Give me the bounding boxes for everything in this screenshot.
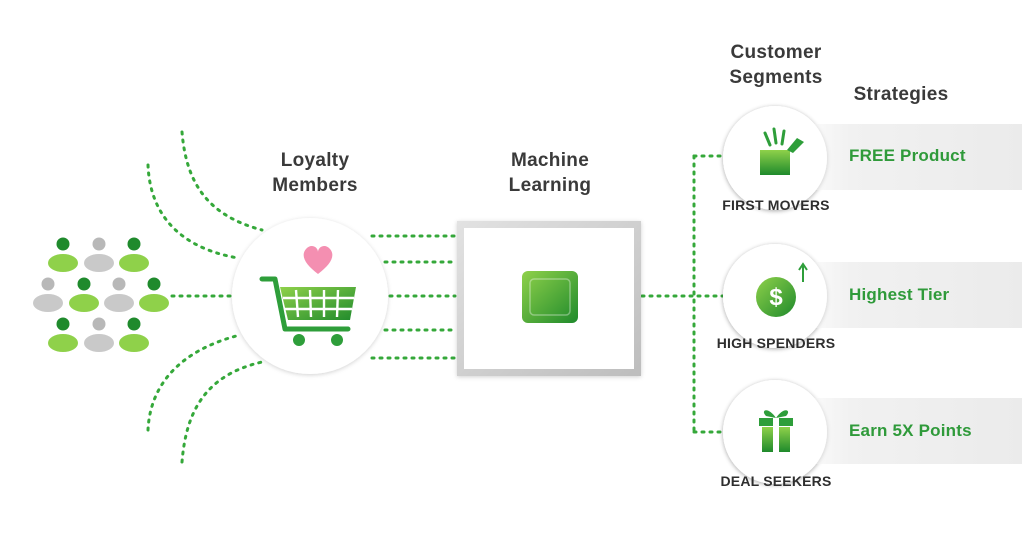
person-figure-1 (84, 237, 114, 272)
segment-label-deal-seekers: DEAL SEEKERS (720, 473, 832, 489)
svg-text:$: $ (769, 284, 783, 311)
person-figure-8 (84, 317, 114, 352)
heading-machine-learning: Machine Learning (508, 150, 592, 196)
person-figure-7 (48, 317, 78, 352)
segment-label-first-movers: FIRST MOVERS (722, 197, 830, 213)
segment-label-high-spenders: HIGH SPENDERS (716, 335, 836, 351)
people-crowd-icon (33, 237, 169, 352)
strategy-high-spenders: Highest Tier (849, 285, 950, 304)
person-figure-4 (69, 277, 99, 312)
person-figure-3 (33, 277, 63, 312)
heading-customer-segments: Customer Segments (729, 42, 823, 88)
strategy-deal-seekers: Earn 5X Points (849, 421, 972, 440)
strategy-bar-deal-seekers (792, 398, 1022, 464)
person-figure-5 (104, 277, 134, 312)
connector-lines-mid (370, 234, 457, 360)
strategy-first-movers: FREE Product (849, 146, 966, 165)
strategy-bar-high-spenders (792, 262, 1022, 328)
strategy-bar-first-movers (792, 124, 1022, 190)
person-figure-2 (119, 237, 149, 272)
person-figure-0 (48, 237, 78, 272)
heading-strategies: Strategies (853, 84, 949, 105)
heading-loyalty-members: Loyalty Members (272, 150, 358, 196)
heart-icon (303, 245, 333, 274)
connector-lines-in (146, 130, 264, 464)
chip-icon (500, 251, 600, 344)
shopping-cart-icon (259, 276, 356, 346)
loyalty-members-node (232, 218, 388, 374)
person-figure-6 (139, 277, 169, 312)
machine-learning-node (457, 221, 641, 376)
person-figure-9 (119, 317, 149, 352)
connector-lines-out (640, 154, 730, 434)
